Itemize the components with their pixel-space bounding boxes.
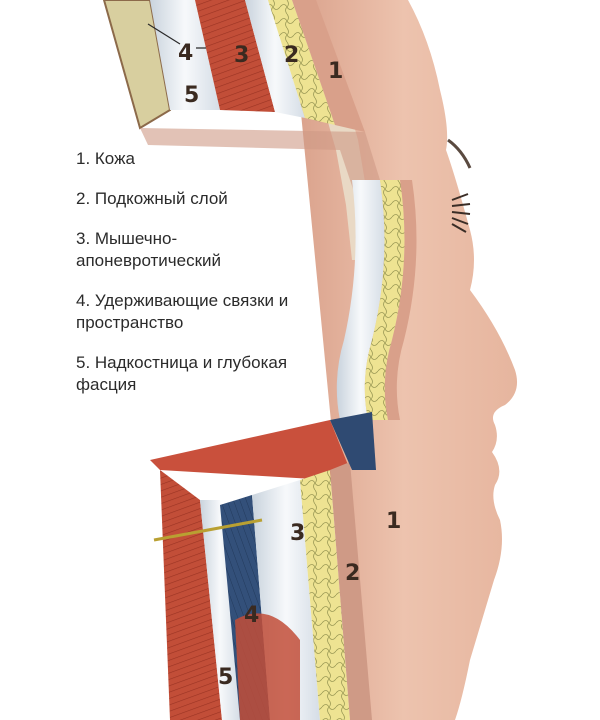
bottom-label-4: 4 [244, 603, 259, 628]
top-label-4: 4 [178, 41, 193, 66]
top-label-5: 5 [184, 83, 199, 108]
middle-layer-strip [336, 180, 417, 420]
top-label-3: 3 [234, 43, 249, 68]
legend-item-musculo-aponeurotic: 3. Мышечно- апоневротический [76, 229, 222, 270]
top-label-1: 1 [328, 59, 343, 84]
eyelashes [451, 193, 471, 233]
bottom-label-3: 3 [290, 521, 305, 546]
lower-layer-block [150, 412, 376, 720]
bottom-label-2: 2 [345, 561, 360, 586]
bottom-label-1: 1 [386, 509, 401, 534]
layer-legend: 1. Кожа 2. Подкожный слой 3. Мышечно- ап… [76, 148, 376, 414]
retractor-wire [153, 518, 263, 542]
legend-item-subcutaneous: 2. Подкожный слой [76, 189, 228, 208]
label-4-pointer [147, 23, 206, 49]
top-label-2: 2 [284, 43, 299, 68]
legend-item-skin: 1. Кожа [76, 149, 135, 168]
bottom-label-5: 5 [218, 665, 233, 690]
legend-item-retaining-ligaments: 4. Удерживающие связки и пространство [76, 291, 289, 332]
eyebrow [447, 138, 472, 169]
legend-item-periosteum: 5. Надкостница и глубокая фасция [76, 353, 288, 394]
